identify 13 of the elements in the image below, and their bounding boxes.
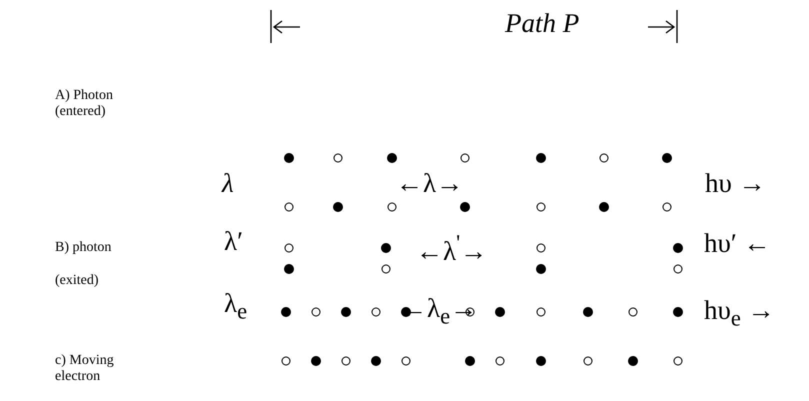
row-label: A) Photon (entered)	[55, 88, 114, 120]
wavelength-label: ←λ→	[396, 170, 464, 197]
energy-label: hυ$_{e}$ →	[704, 297, 775, 330]
row-label: (exited)	[55, 273, 99, 289]
wavelength-symbol: λ	[222, 170, 234, 197]
dimension-label: Path P	[505, 10, 580, 37]
wavelength-symbol: λ$_{e}$	[224, 290, 248, 323]
energy-label: hυ →	[705, 170, 766, 197]
energy-label: hυ′ ←	[704, 230, 771, 257]
row-label: c) Moving electron	[55, 353, 115, 385]
wavelength-symbol: λ′	[224, 228, 243, 255]
wavelength-label: ←λ$^{'}$→	[416, 232, 488, 265]
row-label: B) photon	[55, 240, 112, 256]
